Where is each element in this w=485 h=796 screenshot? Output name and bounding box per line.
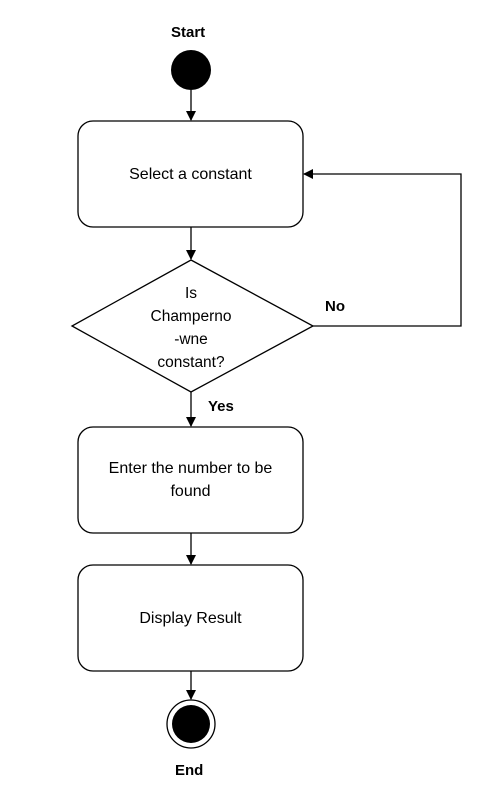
end-node-core [172,705,210,743]
yes-label: Yes [208,398,234,415]
enter-number-label: Enter the number to be found [108,460,273,500]
end-label: End [175,762,204,779]
no-label: No [325,298,345,315]
edge-decision-no-loop [303,169,462,327]
start-node [171,50,211,90]
display-result-label: Display Result [139,609,242,627]
start-label: Start [171,24,206,41]
select-constant-label: Select a constant [129,165,252,183]
decision-label: Is Champerno -wne constant? [150,285,232,371]
